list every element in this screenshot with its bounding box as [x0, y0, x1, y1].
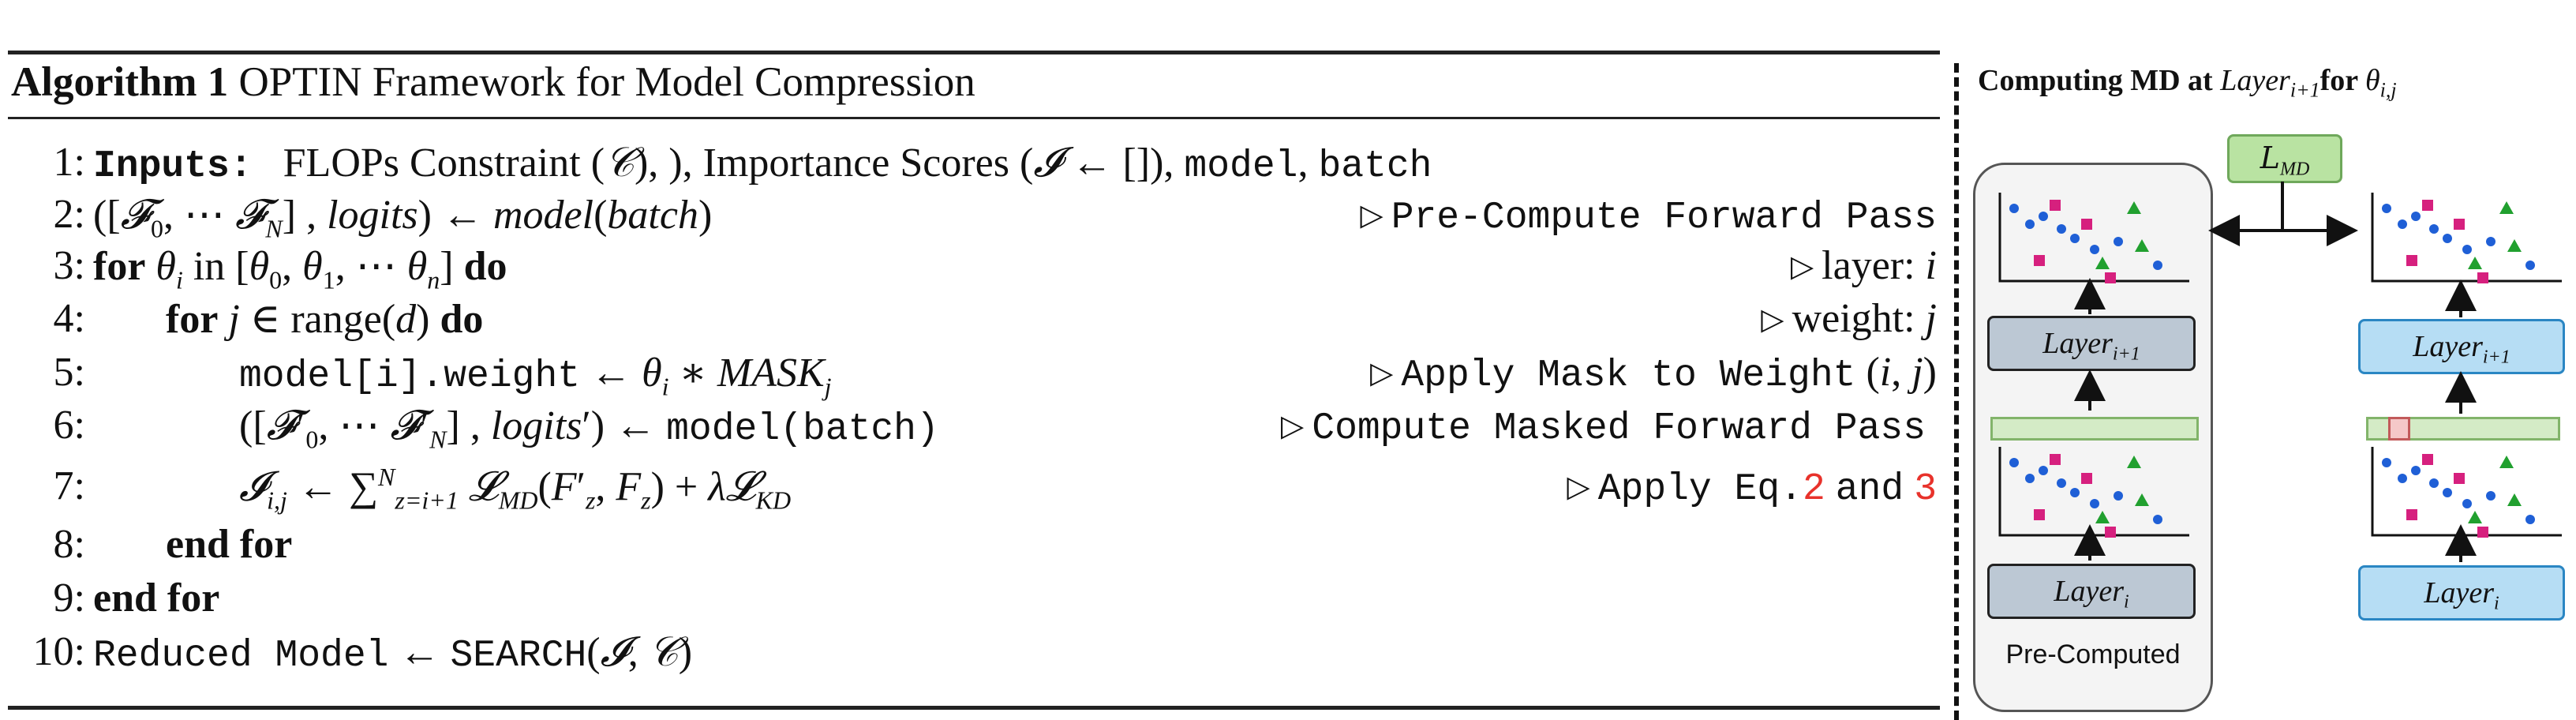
blue-dot: [2025, 474, 2035, 483]
blue-dot: [2462, 499, 2472, 508]
blue-dot: [2525, 515, 2535, 524]
feature-bar-precomputed: [1990, 417, 2199, 441]
green-triangle: [2127, 201, 2141, 214]
green-triangle: [2499, 456, 2514, 468]
arrows: [2074, 182, 2477, 562]
algorithm-line-3: 3: for θi in [θ0, θ1, ⋯ θn] do ▷layer: i: [53, 243, 1937, 294]
green-triangle: [2135, 493, 2149, 506]
magenta-square: [2406, 255, 2417, 266]
magenta-square: [2081, 473, 2092, 484]
blue-dot: [2429, 224, 2439, 234]
mask-marker: [2388, 417, 2410, 441]
magenta-square: [2034, 255, 2045, 266]
top-rule: [8, 51, 1940, 54]
blue-dot: [2153, 515, 2162, 524]
blue-dot: [2009, 204, 2019, 213]
blue-dot: [2411, 466, 2421, 475]
algorithm-line-4: 4: for j ∈ range(d) do ▷weight: j: [53, 296, 1937, 342]
plot-axes: [2371, 193, 2562, 283]
magenta-square: [2050, 454, 2061, 465]
blue-dot: [2090, 499, 2099, 508]
blue-dot: [2382, 204, 2391, 213]
green-triangle: [2507, 239, 2522, 252]
blue-dot: [2039, 466, 2048, 475]
algorithm-line-1: 1: Inputs: FLOPs Constraint (𝒞), ), Impo…: [53, 139, 1432, 188]
dashed-separator: [1954, 63, 1959, 720]
blue-dot: [2114, 237, 2123, 246]
magenta-square: [2081, 219, 2092, 230]
blue-dot: [2153, 261, 2162, 270]
blue-dot: [2025, 219, 2035, 229]
blue-dot: [2429, 478, 2439, 488]
magenta-square: [2105, 272, 2116, 283]
magenta-square: [2422, 454, 2433, 465]
magenta-square: [2477, 272, 2488, 283]
green-triangle: [2135, 239, 2149, 252]
blue-dot: [2443, 488, 2452, 497]
blue-dot: [2039, 212, 2048, 221]
green-triangle: [2507, 493, 2522, 506]
blue-dot: [2057, 224, 2066, 234]
layer-i1-masked: Layeri+1: [2358, 319, 2565, 374]
title-rule: [8, 117, 1940, 119]
blue-dot: [2070, 488, 2080, 497]
algorithm-line-5: 5: model[i].weight ← θi ∗ MASKj ▷Apply M…: [53, 350, 1937, 401]
algorithm-line-6: 6: ([𝓕′0, ⋯ 𝓕′N] , logits′) ← model(batc…: [53, 402, 1926, 454]
magenta-square: [2454, 473, 2465, 484]
algorithm-box: Algorithm 1 OPTIN Framework for Model Co…: [8, 51, 1940, 714]
blue-dot: [2382, 458, 2391, 467]
algorithm-title: Algorithm 1 OPTIN Framework for Model Co…: [11, 59, 975, 105]
layer-i-masked: Layeri: [2358, 565, 2565, 621]
blue-dot: [2090, 245, 2099, 254]
blue-dot: [2009, 458, 2019, 467]
blue-dot: [2443, 234, 2452, 243]
magenta-square: [2105, 527, 2116, 538]
precomputed-label: Pre-Computed: [2005, 639, 2181, 669]
algorithm-line-10: 10: Reduced Model ← SEARCH(𝓘, 𝒞): [32, 628, 693, 677]
scatter-plots: [1998, 193, 2562, 538]
blue-dot: [2398, 219, 2407, 229]
magenta-square: [2454, 219, 2465, 230]
green-triangle: [2468, 511, 2482, 523]
diagram-title: Computing MD at Layeri+1for θi,j: [1978, 64, 2397, 102]
blue-dot: [2486, 491, 2496, 501]
magenta-square: [2050, 200, 2061, 211]
magenta-square: [2422, 200, 2433, 211]
blue-dot: [2486, 237, 2496, 246]
green-triangle: [2095, 257, 2110, 269]
plot-axes: [1998, 447, 2189, 537]
magenta-square: [2477, 527, 2488, 538]
algorithm-line-7: 7: 𝓘i,j ← ∑Nz=i+1 𝓛MD(F′z, Fz) + λ𝓛KD ▷A…: [53, 463, 1937, 515]
algorithm-line-8: 8: end for: [53, 522, 293, 567]
algorithm-line-2: 2: ([𝓕0, ⋯ 𝓕N] , logits) ← model(batch) …: [53, 191, 1937, 243]
plot-axes: [1998, 193, 2189, 283]
algorithm-line-9: 9: end for: [53, 576, 220, 621]
green-triangle: [2127, 456, 2141, 468]
blue-dot: [2114, 491, 2123, 501]
plot-axes: [2371, 447, 2562, 537]
green-triangle: [2499, 201, 2514, 214]
blue-dot: [2411, 212, 2421, 221]
blue-dot: [2057, 478, 2066, 488]
magenta-square: [2406, 509, 2417, 520]
magenta-square: [2034, 509, 2045, 520]
blue-dot: [2462, 245, 2472, 254]
md-loss-box: LMD: [2227, 134, 2342, 183]
blue-dot: [2070, 234, 2080, 243]
green-triangle: [2468, 257, 2482, 269]
blue-dot: [2398, 474, 2407, 483]
bottom-rule: [8, 706, 1940, 710]
green-triangle: [2095, 511, 2110, 523]
blue-dot: [2525, 261, 2535, 270]
layer-i-precomputed: Layeri: [1987, 564, 2196, 619]
